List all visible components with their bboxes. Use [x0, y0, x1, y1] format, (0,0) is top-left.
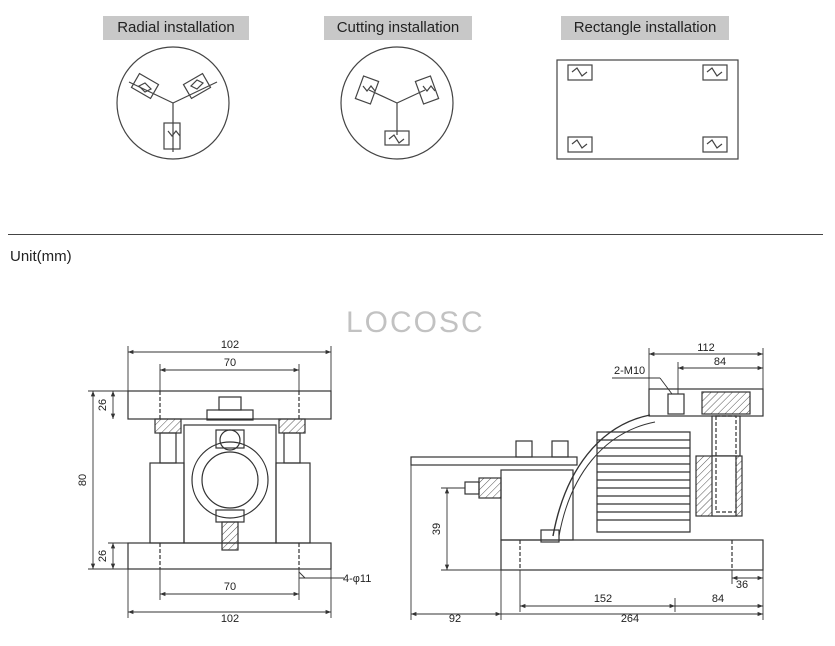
side-thread-spec-label: 2-M10 [614, 365, 645, 377]
front-hole-spec-label: 4-φ11 [343, 573, 371, 585]
side-total-length-label: 264 [621, 613, 639, 625]
watermark: LOCOSC [346, 306, 485, 339]
section-divider [8, 234, 823, 235]
side-top-width-label: 112 [697, 342, 715, 354]
front-view-dimensions [88, 346, 344, 618]
front-bottom-inner-label: 70 [224, 581, 236, 593]
front-plate-thickness-top-label: 26 [97, 399, 109, 411]
front-top-inner-label: 70 [224, 357, 236, 369]
side-top-inner-label: 84 [714, 356, 726, 368]
side-view-drawing [410, 388, 764, 571]
tab-radial-installation: Radial installation [103, 16, 249, 40]
tab-rectangle-installation: Rectangle installation [561, 16, 729, 40]
front-bottom-width-label: 102 [221, 613, 239, 625]
unit-label: Unit(mm) [10, 248, 72, 265]
radial-installation-diagram [116, 46, 230, 160]
tab-cutting-installation: Cutting installation [324, 16, 472, 40]
side-right-span-label: 84 [712, 593, 724, 605]
side-edge-offset-label: 36 [736, 579, 748, 591]
front-total-height-label: 80 [77, 474, 89, 486]
side-mount-height-label: 39 [431, 523, 443, 535]
front-plate-thickness-bottom-label: 26 [97, 550, 109, 562]
cutting-installation-diagram [340, 46, 454, 160]
side-left-offset-label: 92 [449, 613, 461, 625]
front-top-width-label: 102 [221, 339, 239, 351]
rectangle-installation-diagram [556, 59, 739, 160]
front-view-drawing [127, 390, 332, 570]
side-hole-spacing-label: 152 [594, 593, 612, 605]
side-view-dimensions [410, 348, 764, 620]
